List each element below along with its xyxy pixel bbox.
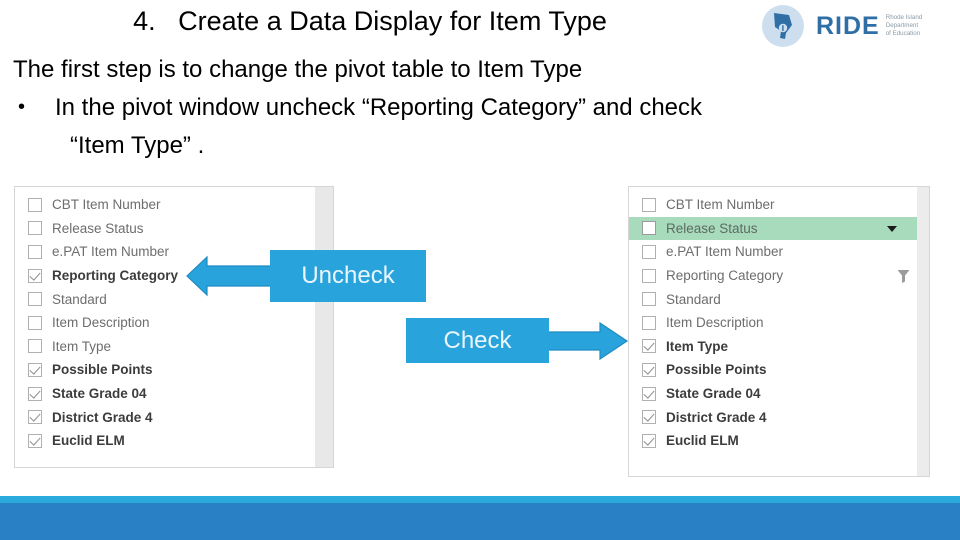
checkbox-checked-icon[interactable] — [642, 339, 656, 354]
field-label: District Grade 4 — [666, 409, 767, 425]
field-row[interactable]: State Grade 04 — [629, 382, 929, 406]
field-label: Standard — [52, 291, 107, 307]
footer-accent-bar — [0, 496, 960, 503]
field-row[interactable]: Possible Points — [15, 358, 333, 382]
checkbox-checked-icon[interactable] — [642, 410, 656, 425]
checkbox-checked-icon[interactable] — [642, 386, 656, 401]
logo-wordmark: RIDE Rhode Island Department of Educatio… — [816, 12, 922, 41]
checkbox-unchecked-icon[interactable] — [28, 292, 42, 307]
checkbox-unchecked-icon[interactable] — [642, 244, 656, 259]
page-title: 4. Create a Data Display for Item Type — [133, 6, 607, 36]
field-row[interactable]: Standard — [629, 287, 929, 311]
checkbox-checked-icon[interactable] — [28, 410, 42, 425]
field-row[interactable]: Release Status — [629, 216, 929, 241]
footer-bar — [0, 503, 960, 540]
uncheck-callout-label: Uncheck — [301, 262, 395, 289]
bullet-line-1: In the pivot window uncheck “Reporting C… — [55, 94, 703, 121]
field-row[interactable]: Item Description — [15, 311, 333, 335]
logo-subtitle-line1: Rhode Island — [885, 14, 923, 21]
field-row[interactable]: District Grade 4 — [629, 405, 929, 429]
checkbox-checked-icon[interactable] — [28, 386, 42, 401]
field-label: Possible Points — [666, 362, 767, 378]
bullet-line-2: “Item Type” . — [70, 132, 205, 159]
checkbox-unchecked-icon[interactable] — [28, 339, 42, 354]
field-row[interactable]: Standard — [15, 287, 333, 311]
field-row[interactable]: CBT Item Number — [629, 193, 929, 217]
checkbox-unchecked-icon[interactable] — [28, 244, 42, 259]
field-label: State Grade 04 — [52, 386, 147, 402]
field-label: e.PAT Item Number — [52, 244, 170, 260]
logo-circle — [762, 5, 804, 47]
checkbox-unchecked-icon[interactable] — [642, 315, 656, 330]
uncheck-callout: Uncheck — [270, 250, 426, 302]
field-label: Item Type — [666, 338, 729, 354]
checkbox-unchecked-icon[interactable] — [642, 197, 656, 212]
field-label: State Grade 04 — [666, 386, 761, 402]
field-row[interactable]: Euclid ELM — [629, 429, 929, 453]
field-row[interactable]: District Grade 4 — [15, 405, 333, 429]
checkbox-unchecked-icon[interactable] — [28, 221, 42, 236]
field-row[interactable]: State Grade 04 — [15, 382, 333, 406]
field-row[interactable]: e.PAT Item Number — [629, 240, 929, 264]
logo-ride-text: RIDE — [816, 11, 880, 40]
checkbox-checked-icon[interactable] — [642, 362, 656, 377]
field-label: Item Description — [52, 315, 150, 331]
field-row[interactable]: CBT Item Number — [15, 193, 333, 217]
field-label: District Grade 4 — [52, 409, 153, 425]
field-label: Possible Points — [52, 362, 153, 378]
checkbox-unchecked-icon[interactable] — [642, 221, 656, 236]
field-row[interactable]: Reporting Category — [15, 264, 333, 288]
checkbox-checked-icon[interactable] — [28, 362, 42, 377]
rhode-island-state-icon — [774, 13, 792, 39]
logo-subtitle: Rhode Island Department of Education — [886, 14, 922, 38]
field-row[interactable]: Euclid ELM — [15, 429, 333, 453]
checkbox-checked-icon[interactable] — [28, 433, 42, 448]
field-label: Euclid ELM — [52, 433, 125, 449]
check-callout-label: Check — [443, 326, 512, 354]
field-row[interactable]: Possible Points — [629, 358, 929, 382]
checkbox-unchecked-icon[interactable] — [642, 292, 656, 307]
field-label: CBT Item Number — [52, 197, 161, 213]
field-row[interactable]: Item Description — [629, 311, 929, 335]
field-label: Reporting Category — [666, 268, 784, 284]
field-row[interactable]: Reporting Category — [629, 264, 929, 288]
checkbox-unchecked-icon[interactable] — [28, 315, 42, 330]
ride-logo: RIDE Rhode Island Department of Educatio… — [762, 4, 952, 48]
field-label: Item Description — [666, 315, 764, 331]
scrollbar-track-left[interactable] — [315, 187, 333, 467]
field-row[interactable]: Item Type — [15, 335, 333, 359]
chevron-down-icon[interactable] — [887, 225, 897, 232]
filter-icon[interactable] — [896, 268, 911, 284]
bullet-marker: • — [18, 96, 26, 118]
check-arrow-icon — [547, 321, 629, 361]
logo-subtitle-line3: of Education — [885, 30, 921, 37]
field-label: CBT Item Number — [666, 197, 775, 213]
field-label: Euclid ELM — [666, 433, 739, 449]
field-label: Release Status — [666, 220, 758, 236]
field-row[interactable]: Item Type — [629, 335, 929, 359]
field-row[interactable]: e.PAT Item Number — [15, 240, 333, 264]
field-label: Item Type — [52, 338, 112, 354]
field-row[interactable]: Release Status — [15, 217, 333, 241]
field-label: Release Status — [52, 220, 144, 236]
field-label: Reporting Category — [52, 268, 179, 284]
checkbox-unchecked-icon[interactable] — [28, 197, 42, 212]
checkbox-checked-icon[interactable] — [28, 268, 42, 283]
logo-subtitle-line2: Department — [885, 22, 919, 29]
field-label: e.PAT Item Number — [666, 244, 784, 260]
checkbox-unchecked-icon[interactable] — [642, 268, 656, 283]
field-label: Standard — [666, 291, 721, 307]
lead-text: The first step is to change the pivot ta… — [13, 56, 583, 83]
checkbox-checked-icon[interactable] — [642, 433, 656, 448]
scrollbar-track-right[interactable] — [917, 187, 929, 476]
check-callout: Check — [406, 318, 549, 363]
